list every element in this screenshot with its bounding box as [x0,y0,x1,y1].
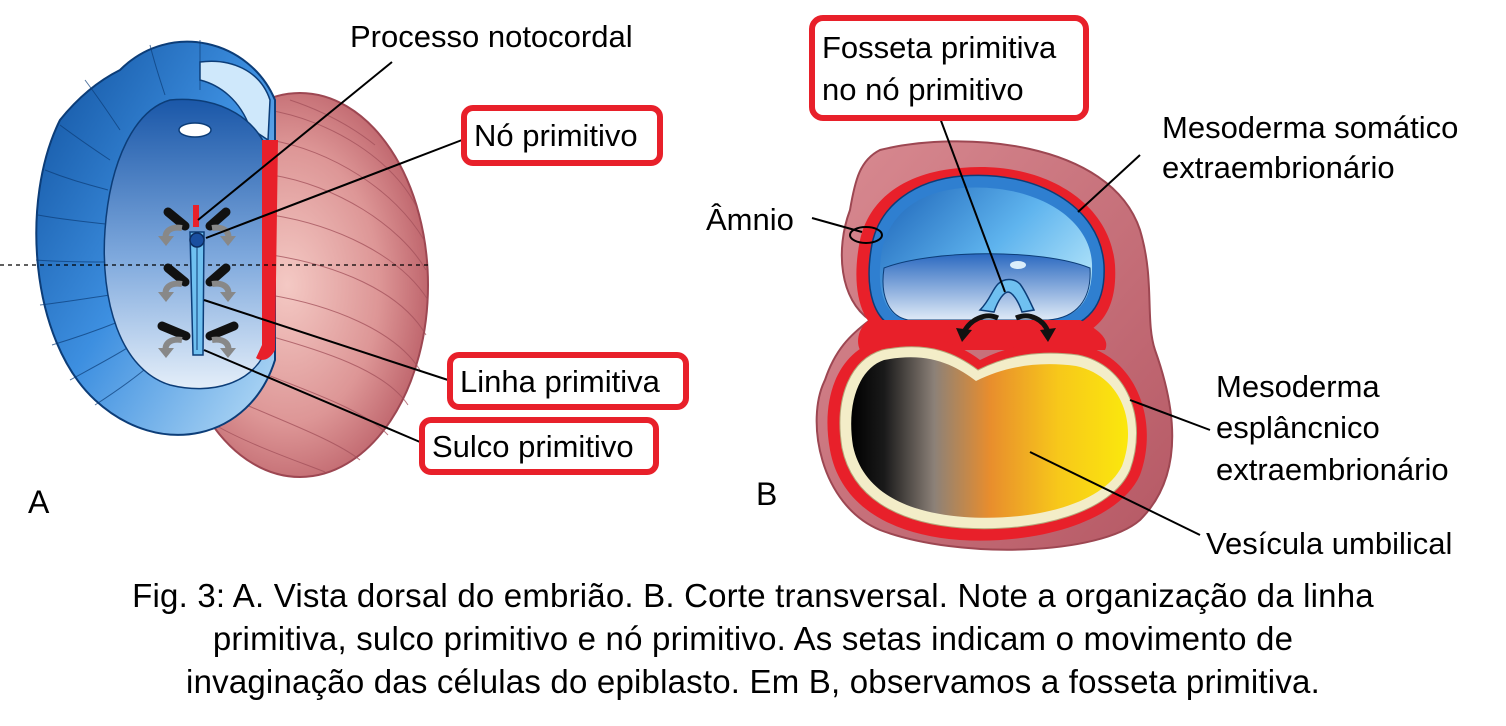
box-primitive-groove [419,417,659,475]
panel-a-embryo-dorsal-view: Processo notocordal Nó primitivo Linha p… [0,19,689,520]
panel-a-letter: A [28,484,50,520]
label-splanchnic-mesoderm-line2: esplâncnico [1216,410,1380,445]
label-umbilical-vesicle: Vesícula umbilical [1206,526,1452,561]
caption-line-3: invaginação das células do epiblasto. Em… [186,663,1320,700]
panel-b-letter: B [756,476,777,512]
label-primitive-pit-line2: no nó primitivo [822,72,1024,107]
caption-line-1: Fig. 3: A. Vista dorsal do embrião. B. C… [132,577,1374,614]
panel-b-transverse-section: Fosseta primitiva no nó primitivo Âmnio … [706,15,1458,561]
box-primitive-pit [809,15,1089,121]
label-somatic-mesoderm-line2: extraembrionário [1162,150,1395,185]
figure-caption: Fig. 3: A. Vista dorsal do embrião. B. C… [0,574,1506,703]
label-primitive-node: Nó primitivo [474,118,638,153]
invagination-arrows-a [157,207,239,358]
label-splanchnic-mesoderm-line3: extraembrionário [1216,452,1449,487]
label-primitive-groove: Sulco primitivo [432,429,634,464]
label-primitive-line: Linha primitiva [460,364,661,399]
label-notochordal-process: Processo notocordal [350,19,633,54]
label-primitive-pit-line1: Fosseta primitiva [822,30,1057,65]
label-splanchnic-mesoderm-line1: Mesoderma [1216,369,1380,404]
box-primitive-node [461,105,663,166]
invagination-arrows-b [956,313,1056,342]
label-amnion: Âmnio [706,202,794,237]
label-somatic-mesoderm-line1: Mesoderma somático [1162,110,1458,145]
caption-line-2: primitiva, sulco primitivo e nó primitiv… [212,620,1294,657]
box-primitive-line [447,352,689,410]
